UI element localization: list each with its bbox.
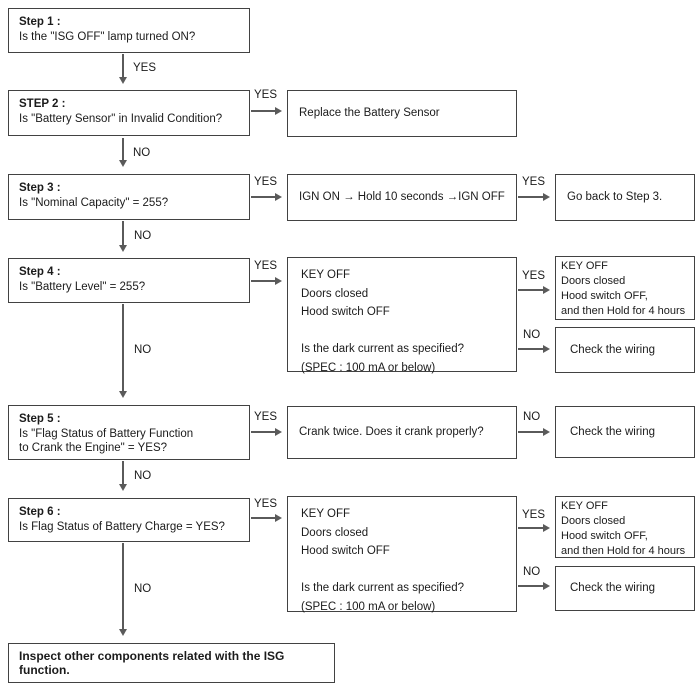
label-step3-yes: YES [254,176,278,188]
check-wiring-2-text: Check the wiring [570,425,656,438]
arrow-step2-to-step3 [122,138,124,165]
step2-question: Is "Battery Sensor" in Invalid Condition… [19,112,223,125]
node-ign-cycle: IGN ON → Hold 10 seconds →IGN OFF [287,174,517,221]
ign-cycle-text: IGN ON → Hold 10 seconds →IGN OFF [299,191,505,204]
crank-twice-text: Crank twice. Does it crank properly? [299,426,484,439]
step3-title: Step 3 : [19,182,61,194]
label-step1-yes: YES [133,62,157,74]
final-inspect-text: Inspect other components related with th… [19,648,285,678]
node-step4: Step 4 : Is "Battery Level" = 255? [8,258,250,303]
label-step4-yes: YES [254,260,278,272]
arrow-step6-yes [251,517,280,519]
node-hold-4-hours-2: KEY OFF Doors closed Hood switch OFF, an… [555,496,695,558]
label-step6-no: NO [134,583,152,595]
node-check-wiring-2: Check the wiring [555,406,695,458]
node-step1: Step 1 : Is the "ISG OFF" lamp turned ON… [8,8,250,53]
step4-question: Is "Battery Level" = 255? [19,280,146,293]
node-go-back-step3: Go back to Step 3. [555,174,695,221]
arrow-dark2-yes [518,527,548,529]
label-step5-yes: YES [254,411,278,423]
node-check-wiring-1: Check the wiring [555,327,695,373]
node-step3: Step 3 : Is "Nominal Capacity" = 255? [8,174,250,220]
step4-title: Step 4 : [19,266,61,278]
step6-question: Is Flag Status of Battery Charge = YES? [19,520,225,533]
step3-question: Is "Nominal Capacity" = 255? [19,196,169,209]
step5-question: Is "Flag Status of Battery Function to C… [19,427,194,455]
arrow-step6-to-final [122,543,124,634]
node-hold-4-hours-1: KEY OFF Doors closed Hood switch OFF, an… [555,256,695,320]
arrow-dark1-yes [518,289,548,291]
arrow-step1-to-step2 [122,54,124,82]
node-replace-battery-sensor: Replace the Battery Sensor [287,90,517,137]
arrow-ign-to-goback-yes [518,196,548,198]
go-back-step3-text: Go back to Step 3. [567,191,663,204]
label-dark2-no: NO [523,566,541,578]
label-step6-yes: YES [254,498,278,510]
step5-title: Step 5 : [19,413,61,425]
arrow-step2-yes [251,110,280,112]
label-dark1-no: NO [523,329,541,341]
node-dark-current-check-2: KEY OFF Doors closed Hood switch OFF Is … [287,496,517,613]
check-wiring-3-text: Check the wiring [570,582,656,595]
node-final-inspect: Inspect other components related with th… [8,643,335,683]
node-step2: STEP 2 : Is "Battery Sensor" in Invalid … [8,90,250,136]
label-step5-no: NO [134,470,152,482]
arrow-step4-to-step5 [122,304,124,396]
label-dark1-yes: YES [522,270,546,282]
arrow-step5-yes [251,431,280,433]
label-crank-no: NO [523,411,541,423]
label-step2-yes: YES [254,89,278,101]
label-step4-no: NO [134,344,152,356]
label-step2-no: NO [133,147,151,159]
arrow-step3-to-step4 [122,221,124,250]
arrow-dark1-no [518,348,548,350]
node-check-wiring-3: Check the wiring [555,566,695,611]
replace-battery-sensor-text: Replace the Battery Sensor [299,107,440,120]
arrow-step4-yes [251,280,280,282]
node-step5: Step 5 : Is "Flag Status of Battery Func… [8,405,250,460]
step6-title: Step 6 : [19,506,61,518]
arrow-step3-yes [251,196,280,198]
node-step6: Step 6 : Is Flag Status of Battery Charg… [8,498,250,542]
arrow-step5-to-step6 [122,461,124,489]
node-dark-current-check-1: KEY OFF Doors closed Hood switch OFF Is … [287,257,517,374]
arrow-dark2-no [518,585,548,587]
step1-question: Is the "ISG OFF" lamp turned ON? [19,30,196,43]
label-ign-yes: YES [522,176,546,188]
arrow-crank-no [518,431,548,433]
node-crank-twice: Crank twice. Does it crank properly? [287,406,517,459]
check-wiring-1-text: Check the wiring [570,343,656,356]
label-step3-no: NO [134,230,152,242]
label-dark2-yes: YES [522,509,546,521]
step2-title: STEP 2 : [19,98,66,110]
step1-title: Step 1 : [19,16,61,28]
